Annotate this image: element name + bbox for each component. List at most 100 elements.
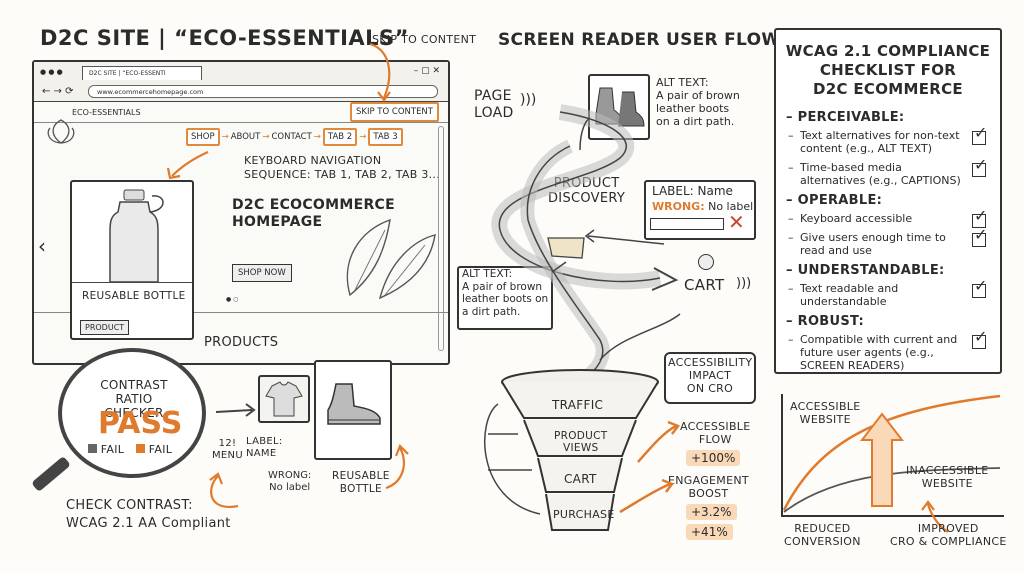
flow-value-badge: +100% — [686, 450, 741, 466]
engagement-value-2: +41% — [686, 524, 733, 540]
window-dots: ● ● ● — [40, 68, 63, 76]
fail-legend-2: FAIL — [136, 443, 172, 456]
nav-arrow-icon: → — [221, 132, 229, 142]
label-name-text: LABEL: Name — [652, 184, 733, 198]
checklist-item: Text readable and understandable — [786, 279, 987, 308]
funnel-cart: CART — [564, 472, 597, 486]
alt-text-top: ALT TEXT: A pair of brown leather boots … — [656, 76, 740, 128]
chart-accessible-label: ACCESSIBLE WEBSITE — [790, 400, 861, 426]
checkbox-checked[interactable] — [972, 126, 987, 145]
cart-label: CART — [684, 276, 725, 294]
section-understandable: UNDERSTANDABLE: — [786, 263, 966, 278]
wrong-label-note: WRONG: No label — [268, 470, 312, 493]
logo-leaf-icon — [47, 119, 75, 144]
shirt-icon — [265, 381, 303, 417]
carousel-prev-icon[interactable]: ‹ — [38, 234, 46, 258]
site-nav: SHOP → ABOUT → CONTACT → TAB 2 → TAB 3 — [186, 128, 403, 146]
contrast-result: PASS — [98, 406, 183, 441]
menu-label: 12! MENU — [212, 438, 243, 461]
label-wrong-rest: No label — [704, 200, 754, 213]
impact-label: ACCESSIBILITY IMPACT ON CRO — [668, 356, 753, 395]
funnel-traffic: TRAFFIC — [552, 398, 604, 412]
nav-about[interactable]: ABOUT — [230, 132, 261, 142]
product-card[interactable]: REUSABLE BOTTLE PRODUCT — [70, 180, 194, 340]
skip-to-content-button[interactable]: SKIP TO CONTENT — [350, 102, 439, 122]
checkbox-checked[interactable] — [972, 228, 987, 247]
checklist-title: WCAG 2.1 COMPLIANCE CHECKLIST FOR D2C EC… — [785, 42, 991, 98]
url-bar[interactable]: www.ecommercehomepage.com — [88, 85, 438, 98]
header-divider — [34, 122, 448, 123]
scrollbar[interactable] — [438, 126, 444, 351]
cart-sound-icon: ))) — [736, 276, 752, 291]
browser-chrome: ● ● ● D2C SITE | “ECO-ESSENTI – ▢ ✕ ← → … — [34, 62, 448, 102]
boot-icon — [327, 383, 381, 425]
funnel-purchase: PURCHASE — [553, 508, 615, 521]
window-controls-icon[interactable]: – ▢ ✕ — [413, 66, 440, 76]
checklist-item-text: Text readable and understandable — [800, 282, 899, 308]
checklist-item-text: Text alternatives for non-text content (… — [800, 129, 960, 155]
fail-swatch-orange — [136, 444, 145, 453]
contrast-title: CONTRAST RATIO CHECKER — [100, 378, 168, 420]
fail-label-2: FAIL — [148, 443, 173, 456]
leaf-illustration — [346, 218, 436, 300]
chart-reduced-label: REDUCED CONVERSION — [784, 522, 861, 548]
browser-tab[interactable]: D2C SITE | “ECO-ESSENTI — [82, 66, 202, 80]
page-load-label: PAGE LOAD — [474, 88, 514, 121]
fail-label-1: FAIL — [100, 443, 125, 456]
product-name: REUSABLE BOTTLE — [82, 290, 186, 302]
cart-node-icon — [698, 254, 714, 270]
shop-now-button[interactable]: SHOP NOW — [232, 264, 292, 282]
sound-wave-icon: ))) — [520, 92, 537, 108]
empty-input-field[interactable] — [650, 218, 724, 230]
nav-arrow-icon: → — [359, 132, 367, 142]
section-divider — [34, 312, 448, 313]
product-tag-button[interactable]: PRODUCT — [80, 320, 130, 335]
accessible-flow-label: ACCESSIBLE FLOW — [680, 420, 751, 446]
nav-arrow-icon: → — [313, 132, 321, 142]
nav-contact[interactable]: CONTACT — [271, 132, 312, 142]
nav-tab-2[interactable]: TAB 2 — [322, 128, 358, 146]
site-brand[interactable]: ECO-ESSENTIALS — [72, 108, 141, 117]
funnel-product-views: PRODUCT VIEWS — [554, 430, 608, 454]
label-wrong-prefix: WRONG: — [652, 200, 705, 213]
checklist-body: PERCEIVABLE: Text alternatives for non-t… — [786, 104, 987, 378]
alt-text-left-box — [457, 266, 553, 330]
label-callout — [644, 180, 756, 240]
nav-arrow-icon: → — [262, 132, 270, 142]
section-perceivable: PERCEIVABLE: — [786, 110, 966, 125]
checkbox-checked[interactable] — [972, 279, 987, 298]
bottle-caption: REUSABLE BOTTLE — [332, 470, 390, 495]
chart-improved-label: IMPROVED CRO & COMPLIANCE — [890, 522, 1007, 548]
nav-tab-3[interactable]: TAB 3 — [368, 128, 403, 146]
checklist-item: Text alternatives for non-text content (… — [786, 126, 987, 155]
checkbox-checked[interactable] — [972, 158, 987, 177]
section-robust: ROBUST: — [786, 314, 966, 329]
checklist-item-text: Time-based media alternatives (e.g., CAP… — [800, 161, 961, 187]
products-heading: PRODUCTS — [204, 335, 279, 350]
checklist-item: Compatible with current and future user … — [786, 330, 987, 372]
fail-legend-1: FAIL — [88, 443, 124, 456]
middle-title: SCREEN READER USER FLOW — [498, 30, 781, 50]
checkbox-checked[interactable] — [972, 330, 987, 349]
alt-text-left: ALT TEXT: A pair of brown leather boots … — [462, 268, 549, 318]
label-name-note: LABEL: NAME — [246, 436, 283, 459]
checklist-item-text: Compatible with current and future user … — [800, 333, 958, 372]
carousel-dots[interactable]: ● ○ — [226, 296, 239, 303]
checklist-item-text: Give users enough time to read and use — [800, 231, 946, 257]
checklist-item-text: Keyboard accessible — [800, 212, 913, 225]
product-divider — [72, 282, 192, 283]
error-x-icon: ✕ — [728, 210, 745, 234]
impact-box — [664, 352, 756, 404]
nav-shop[interactable]: SHOP — [186, 128, 220, 146]
hero-title: D2C ECOCOMMERCE HOMEPAGE — [232, 197, 395, 230]
check-contrast-caption: CHECK CONTRAST: WCAG 2.1 AA Compliant — [66, 498, 231, 531]
section-operable: OPERABLE: — [786, 193, 966, 208]
skip-callout: SKIP TO CONTENT — [372, 33, 477, 46]
checklist-item: Keyboard accessible — [786, 209, 987, 228]
back-icon[interactable]: ← → ⟳ — [42, 86, 74, 97]
checklist-item: Give users enough time to read and use — [786, 228, 987, 257]
